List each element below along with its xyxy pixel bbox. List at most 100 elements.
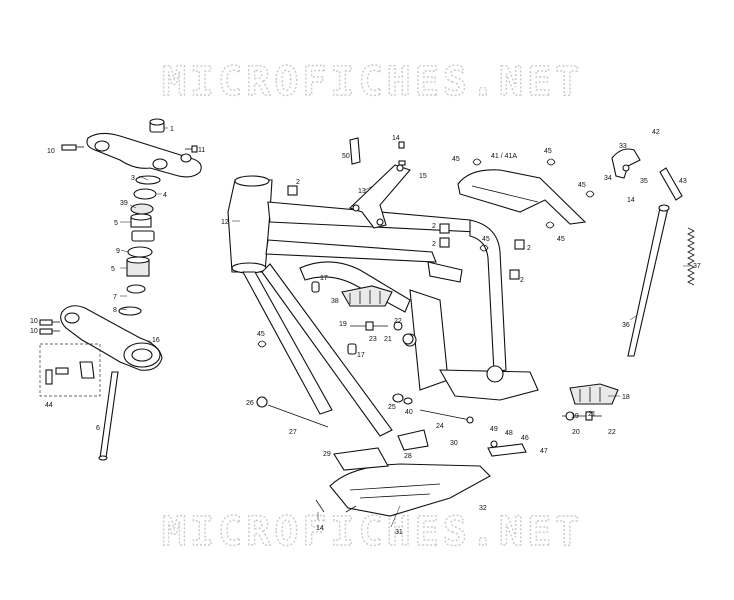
callout-7: 7	[113, 294, 117, 301]
callout-45: 45	[257, 331, 265, 338]
callout-labels: 1 2 2 2 2 2 3 4 5 5 6 7 8 9 10 10 10 11 …	[30, 126, 701, 536]
callout-41-41a: 41 / 41A	[491, 153, 517, 160]
callout-38: 38	[331, 298, 339, 305]
kit-44-box	[39, 343, 101, 397]
bracket-46-48	[487, 440, 527, 457]
footrest-pin-left	[350, 321, 414, 345]
callout-19: 19	[339, 321, 347, 328]
callout-11: 11	[198, 147, 205, 154]
bolt-27	[256, 396, 329, 428]
callout-42: 42	[652, 129, 660, 136]
callout-32: 32	[479, 505, 487, 512]
callout-15: 15	[419, 173, 427, 180]
callout-10: 10	[30, 328, 38, 335]
nuts-25-40	[392, 393, 413, 405]
callout-50: 50	[342, 153, 350, 160]
callout-16: 16	[152, 337, 160, 344]
callout-39: 39	[120, 200, 128, 207]
callout-18: 18	[622, 394, 630, 401]
callout-19: 19	[571, 413, 579, 420]
stem-stack	[118, 175, 161, 316]
footrest-left	[341, 285, 393, 307]
callout-36: 36	[622, 322, 630, 329]
screws-14-bottom	[315, 499, 357, 513]
callout-5: 5	[114, 220, 118, 227]
footrest-pin-right	[562, 411, 602, 421]
callout-45: 45	[452, 156, 460, 163]
callout-43: 43	[679, 178, 687, 185]
leader-lines	[120, 127, 690, 528]
callout-30: 30	[450, 440, 458, 447]
callout-3: 3	[131, 175, 135, 182]
callout-27: 27	[289, 429, 297, 436]
callout-23: 23	[369, 336, 377, 343]
callout-5: 5	[111, 266, 115, 273]
callout-12: 12	[221, 219, 229, 226]
callout-45: 45	[482, 236, 490, 243]
callout-20: 20	[572, 429, 580, 436]
callout-29: 29	[323, 451, 331, 458]
lever-43	[659, 167, 683, 201]
callout-45: 45	[578, 182, 586, 189]
callout-28: 28	[404, 453, 412, 460]
callout-13: 13	[358, 188, 366, 195]
callout-6: 6	[96, 425, 100, 432]
callout-10: 10	[30, 318, 38, 325]
callout-17: 17	[320, 275, 328, 282]
callout-33: 33	[619, 143, 627, 150]
callout-45: 45	[544, 148, 552, 155]
bolts-10-lower	[39, 319, 60, 335]
callout-2: 2	[432, 241, 436, 248]
side-stand-spring	[687, 227, 695, 286]
bolt-24	[419, 409, 474, 424]
callout-1: 1	[170, 126, 174, 133]
clips-2	[287, 185, 525, 280]
part-50	[349, 137, 361, 165]
bolt-10-upper	[61, 144, 84, 151]
watermark-bottom: MICROFICHES.NET	[162, 509, 583, 555]
clips-45	[257, 158, 595, 348]
mount-28	[397, 429, 429, 451]
callout-34: 34	[604, 175, 612, 182]
callout-35: 35	[640, 178, 648, 185]
callout-17: 17	[357, 352, 365, 359]
bolt-15	[398, 141, 406, 166]
callout-14: 14	[627, 197, 635, 204]
callout-37: 37	[693, 263, 701, 270]
callout-22: 22	[608, 429, 616, 436]
callout-14: 14	[316, 525, 324, 532]
callout-21: 21	[588, 411, 596, 418]
upper-triple-clamp	[86, 132, 202, 178]
callout-46: 46	[521, 435, 529, 442]
callout-8: 8	[113, 307, 117, 314]
callout-45: 45	[557, 236, 565, 243]
callout-24: 24	[436, 423, 444, 430]
callout-26: 26	[246, 400, 254, 407]
callout-31: 31	[395, 529, 403, 536]
panel-41	[457, 169, 587, 225]
callout-2: 2	[296, 179, 300, 186]
callout-14: 14	[392, 135, 400, 142]
bolt-11	[185, 145, 198, 153]
steering-stem-shaft	[98, 371, 119, 461]
callout-2: 2	[432, 223, 436, 230]
watermark-top: MICROFICHES.NET	[162, 59, 583, 105]
callout-4: 4	[163, 192, 167, 199]
callout-2: 2	[520, 277, 524, 284]
stand-bracket-33	[611, 148, 641, 179]
callout-9: 9	[116, 248, 120, 255]
callout-40: 40	[405, 409, 413, 416]
lower-triple-clamp	[60, 305, 163, 371]
callout-25: 25	[388, 404, 396, 411]
callout-48: 48	[505, 430, 513, 437]
callout-22: 22	[394, 318, 402, 325]
callout-47: 47	[540, 448, 548, 455]
springs-17	[311, 281, 357, 355]
callout-10: 10	[47, 148, 55, 155]
callout-21: 21	[384, 336, 392, 343]
mount-29	[333, 447, 389, 471]
callout-44: 44	[45, 402, 53, 409]
bushing-cap	[149, 118, 165, 133]
side-stand	[627, 204, 670, 357]
